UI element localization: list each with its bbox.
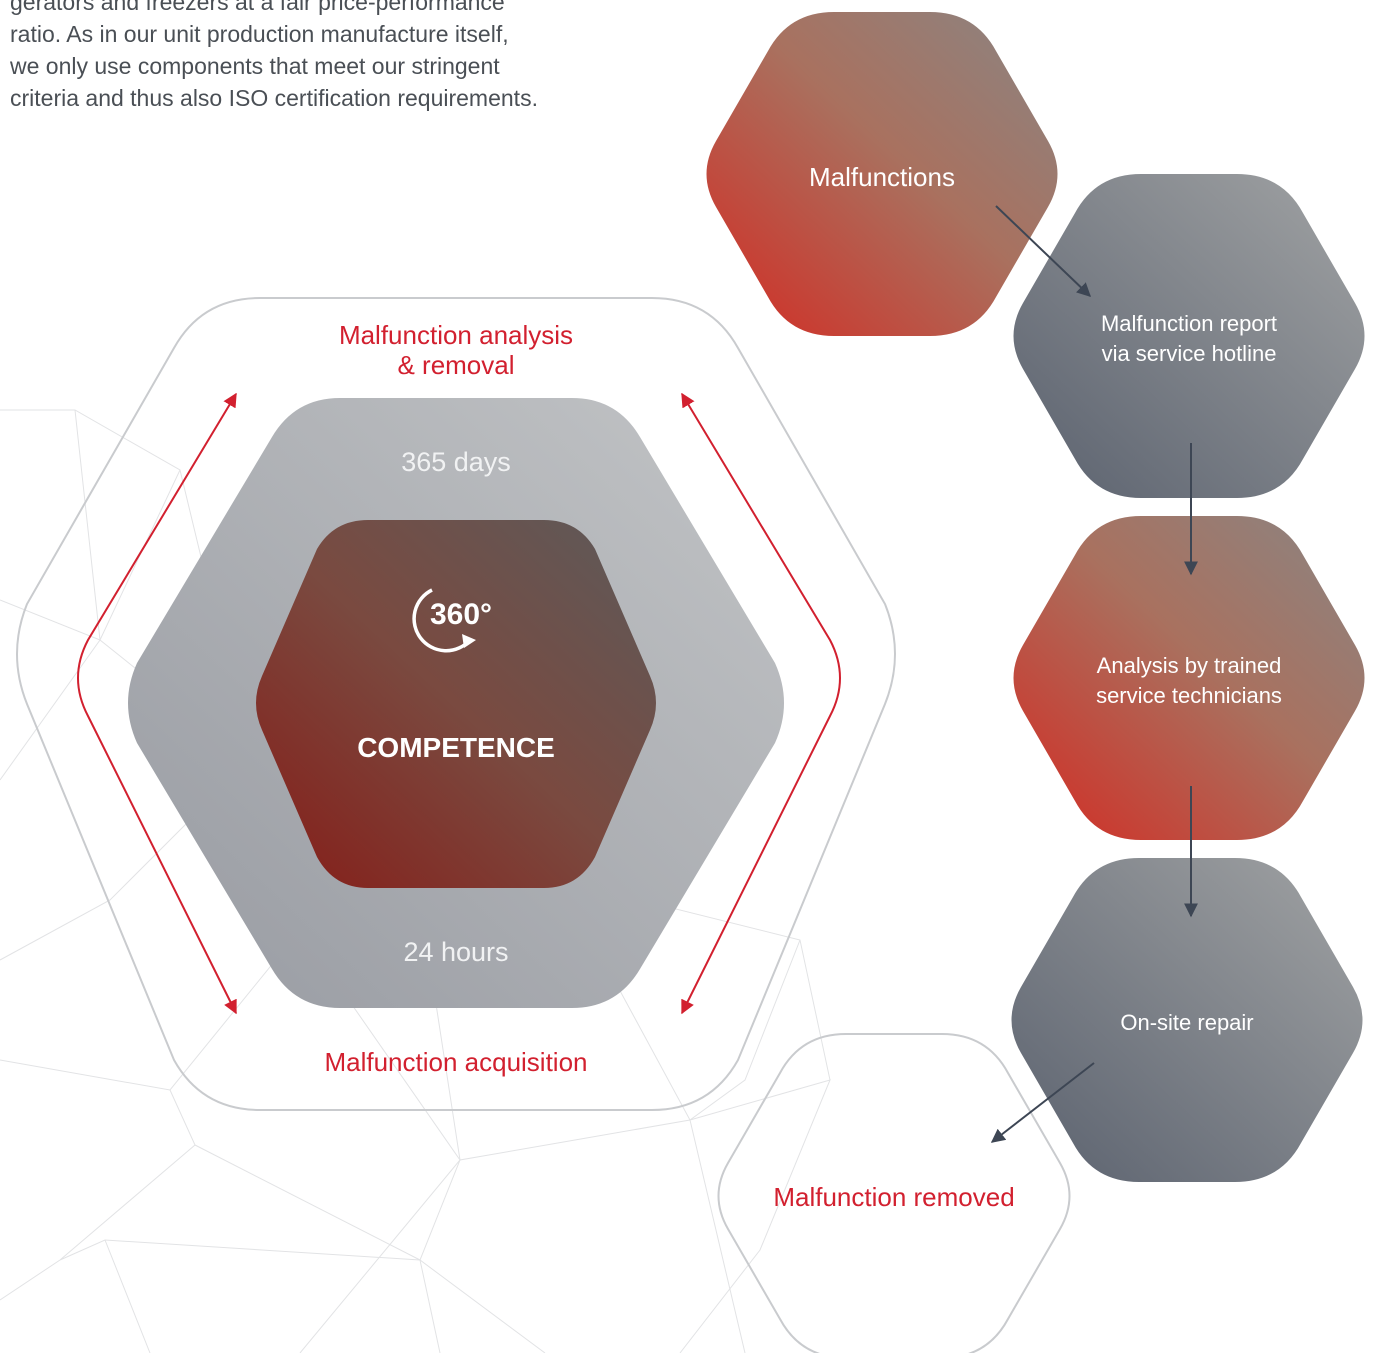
hours-label: 24 hours <box>403 937 508 967</box>
intro-line-2: ratio. As in our unit production manufac… <box>10 21 509 47</box>
intro-line-4: criteria and thus also ISO certification… <box>10 85 538 111</box>
step-report-label-line2: via service hotline <box>1102 341 1277 366</box>
step-analysis-label-line2: service technicians <box>1096 683 1282 708</box>
cycle-outer-outline <box>16 297 896 1111</box>
step-removed-hexagon <box>717 1033 1071 1353</box>
badge-360-label: 360° <box>430 598 492 631</box>
days-label: 365 days <box>401 447 511 477</box>
step-analysis-hexagon <box>1013 516 1365 840</box>
step-report-label-line1: Malfunction report <box>1101 311 1277 336</box>
step-malfunctions-label: Malfunctions <box>809 162 955 192</box>
cycle-arrow-right <box>681 392 841 1015</box>
cycle-arrow-left <box>77 392 237 1015</box>
step-repair-label: On-site repair <box>1120 1010 1253 1035</box>
center-title: COMPETENCE <box>357 732 555 763</box>
intro-paragraph: gerators and freezers at a fair price-pe… <box>10 0 690 114</box>
rotation-360-icon <box>412 588 476 653</box>
step-report-hexagon <box>1013 174 1365 498</box>
step-malfunctions-hexagon <box>706 12 1058 336</box>
step-removed-label: Malfunction removed <box>773 1182 1014 1212</box>
step-repair-hexagon <box>1011 858 1363 1182</box>
intro-line-3: we only use components that meet our str… <box>10 53 500 79</box>
cycle-top-label-line2: & removal <box>397 350 514 380</box>
cycle-top-label-line1: Malfunction analysis <box>339 320 573 350</box>
intro-line-1: gerators and freezers at a fair price-pe… <box>10 0 505 15</box>
flow-arrow-1 <box>995 205 1092 297</box>
competence-core-hexagon <box>256 520 656 888</box>
flow-arrow-4 <box>990 1062 1095 1143</box>
step-analysis-label-line1: Analysis by trained <box>1097 653 1282 678</box>
cycle-bottom-label: Malfunction acquisition <box>324 1047 587 1077</box>
